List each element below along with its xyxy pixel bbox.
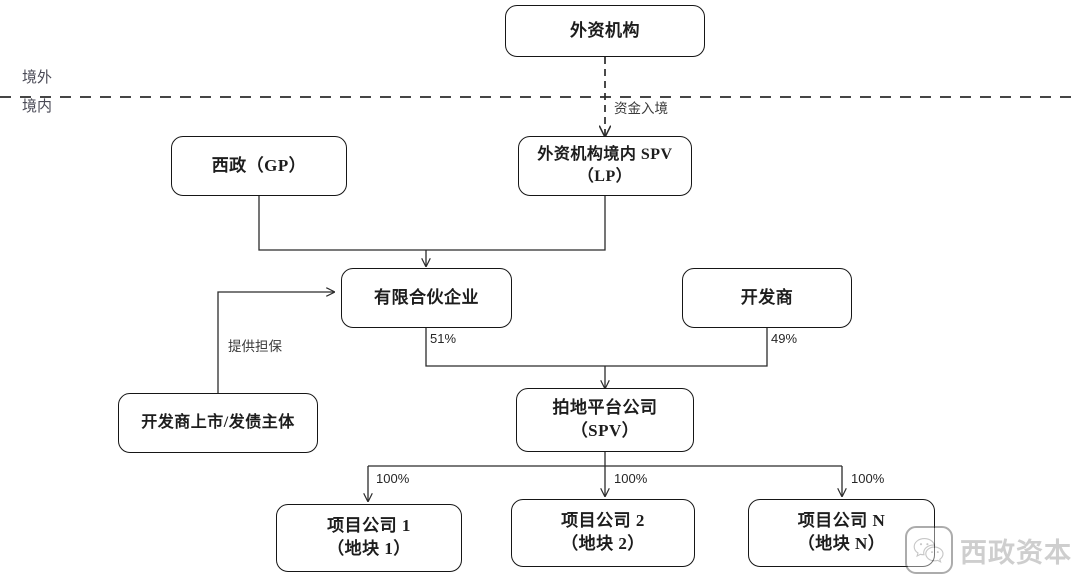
edge-label-developer-share: 49% bbox=[771, 331, 798, 346]
watermark: 西政资本 bbox=[905, 526, 1072, 574]
node-project-company-n-line2: （地块 N） bbox=[797, 534, 886, 553]
wire-lp-to-partnership bbox=[426, 196, 606, 251]
node-land-bidding-platform-line2: （SPV） bbox=[570, 421, 640, 440]
node-domestic-spv-lp[interactable]: 外资机构境内 SPV （LP） bbox=[518, 136, 692, 196]
node-project-company-1-line1: 项目公司 1 bbox=[327, 516, 411, 536]
node-project-company-n-line1: 项目公司 N bbox=[797, 511, 886, 531]
edge-label-projectn-share: 100% bbox=[851, 471, 885, 486]
node-project-company-1[interactable]: 项目公司 1 （地块 1） bbox=[276, 504, 462, 572]
node-developer-listed-bond-entity[interactable]: 开发商上市/发债主体 bbox=[118, 393, 318, 453]
node-project-company-1-line2: （地块 1） bbox=[327, 539, 411, 558]
node-project-company-2-line2: （地块 2） bbox=[561, 534, 645, 553]
node-limited-partnership-line1: 有限合伙企业 bbox=[374, 287, 479, 307]
node-developer-listed-bond-entity-line1: 开发商上市/发债主体 bbox=[141, 414, 295, 432]
wire-gp-to-partnership bbox=[258, 196, 426, 251]
wire-platform-bus bbox=[368, 452, 842, 467]
wire-developer-49 bbox=[605, 328, 768, 367]
edge-label-project2-share: 100% bbox=[614, 471, 648, 486]
node-domestic-spv-lp-line1: 外资机构境内 SPV bbox=[537, 146, 673, 164]
node-domestic-spv-lp-line2: （LP） bbox=[577, 168, 633, 185]
node-foreign-institution-line1: 外资机构 bbox=[570, 20, 640, 40]
node-developer[interactable]: 开发商 bbox=[682, 268, 852, 328]
node-foreign-institution[interactable]: 外资机构 bbox=[505, 5, 705, 57]
node-xizheng-gp-line1: 西政（GP） bbox=[211, 155, 307, 175]
node-xizheng-gp[interactable]: 西政（GP） bbox=[171, 136, 347, 196]
node-project-company-n[interactable]: 项目公司 N （地块 N） bbox=[748, 499, 935, 567]
watermark-text: 西政资本 bbox=[960, 537, 1072, 568]
wechat-icon bbox=[905, 526, 953, 574]
wire-provide-guarantee bbox=[217, 292, 334, 393]
edge-label-provide-guarantee: 提供担保 bbox=[228, 339, 282, 354]
node-land-bidding-platform-line1: 拍地平台公司 bbox=[552, 398, 658, 418]
node-project-company-2-line1: 项目公司 2 bbox=[561, 511, 645, 531]
wire-partnership-51 bbox=[425, 328, 605, 367]
edge-label-project1-share: 100% bbox=[376, 471, 410, 486]
node-land-bidding-platform[interactable]: 拍地平台公司 （SPV） bbox=[516, 388, 694, 452]
node-project-company-2[interactable]: 项目公司 2 （地块 2） bbox=[511, 499, 695, 567]
node-developer-line1: 开发商 bbox=[740, 287, 794, 307]
boundary-label-offshore: 境外 bbox=[22, 70, 53, 86]
node-limited-partnership[interactable]: 有限合伙企业 bbox=[341, 268, 512, 328]
edge-label-capital-inflow: 资金入境 bbox=[614, 101, 668, 116]
edge-label-lp-share: 51% bbox=[430, 331, 457, 346]
boundary-label-onshore: 境内 bbox=[22, 99, 53, 115]
